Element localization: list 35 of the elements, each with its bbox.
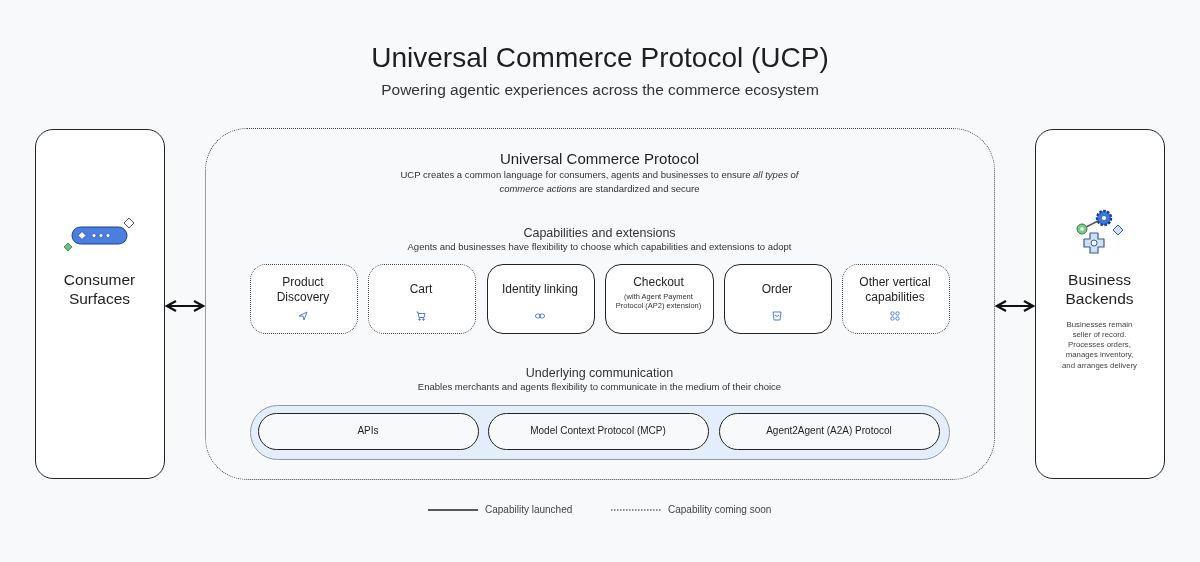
- diagram-title: Universal Commerce Protocol (UCP): [370, 42, 830, 74]
- protocol-name: APIs: [356, 424, 380, 438]
- capability-box: [367, 263, 476, 334]
- capability-name: Checkout: [632, 274, 685, 290]
- protocol-container: [205, 128, 995, 480]
- surface-panel: [35, 129, 165, 479]
- capability-box: [249, 263, 358, 334]
- protocol-pill: [258, 413, 479, 450]
- section-description: Enables merchants and agents flexibility to communicate in the medium of their choice: [416, 380, 783, 394]
- section-description: UCP creates a common language for consumers, agents and businesses to ensure all types of commerce actions are standardized and secure: [399, 168, 800, 196]
- capability-name: Product Discovery: [275, 274, 331, 305]
- capability-box: [486, 263, 595, 334]
- double-arrow: [165, 299, 205, 313]
- protocol-name: Model Context Protocol (MCP): [529, 424, 667, 438]
- section-heading: Capabilities and extensions: [522, 225, 677, 242]
- section-heading: Universal Commerce Protocol: [498, 149, 701, 169]
- capability-name: Identity linking: [500, 281, 579, 297]
- capability-name: Cart: [408, 281, 434, 297]
- double-arrow: [995, 299, 1035, 313]
- panel-title: Consumer Surfaces: [62, 270, 137, 309]
- capability-box: [841, 263, 950, 334]
- protocol-pill: [719, 413, 940, 450]
- protocol-pill: [488, 413, 709, 450]
- protocol-name: Agent2Agent (A2A) Protocol: [765, 424, 893, 438]
- capability-box: [604, 263, 714, 334]
- section-description: Agents and businesses have flexibility to choose which capabilities and extensions to adopt: [406, 240, 793, 254]
- capability-name: Other vertical capabilities: [858, 274, 932, 305]
- legend-label: Capability coming soon: [668, 504, 772, 515]
- surface-panel: [1035, 129, 1165, 479]
- legend-label: Capability launched: [485, 504, 573, 515]
- section-heading: Underlying communication: [524, 365, 675, 382]
- subtitle: Powering agentic experiences across the commerce ecosystem: [380, 81, 820, 99]
- capability-name: Order: [760, 281, 794, 297]
- panel-title: Business Backends: [1064, 270, 1135, 309]
- capability-box: [723, 263, 832, 334]
